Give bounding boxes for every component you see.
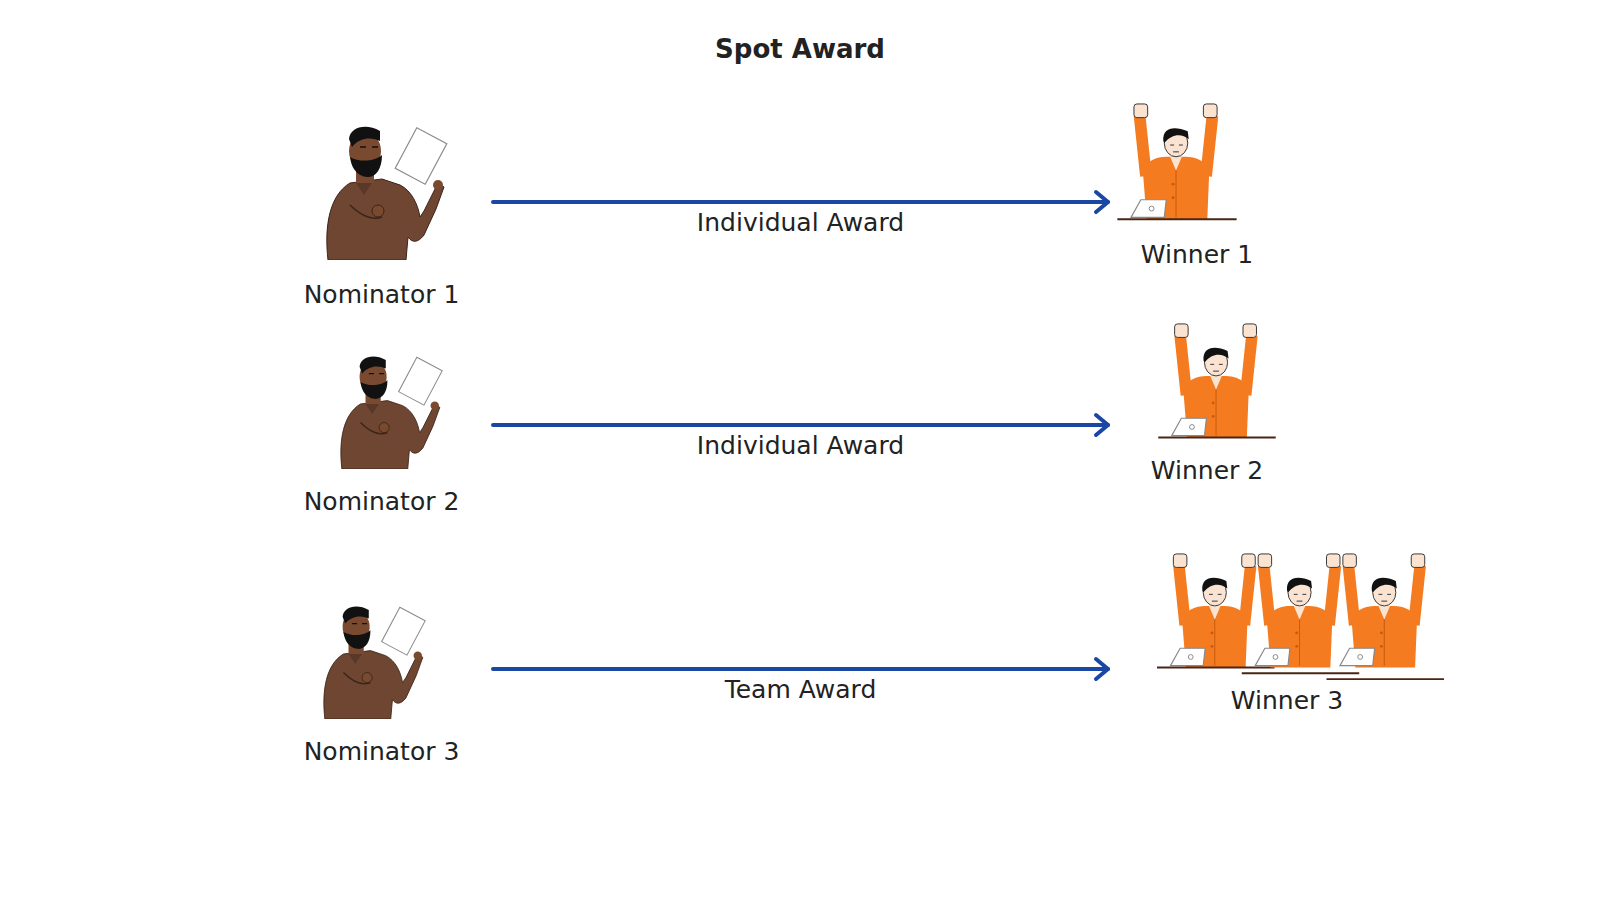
diagram-title: Spot Award: [0, 34, 1600, 64]
nominator-node: Nominator 1: [270, 125, 493, 315]
node-label: Winner 2: [1108, 456, 1306, 485]
nominator-figure: [318, 605, 428, 723]
winner-node: Winner 3: [1108, 552, 1466, 721]
winner-figure: [1153, 322, 1281, 456]
winner-figure: [1148, 552, 1453, 686]
nominator-node: Nominator 2: [270, 355, 493, 522]
node-label: Nominator 3: [270, 737, 493, 766]
nominator-figure: [335, 355, 445, 473]
nominator-figure: [320, 125, 450, 264]
winner-node: Winner 1: [1108, 102, 1286, 275]
edge-label: Individual Award: [693, 431, 908, 460]
node-label: Winner 1: [1108, 240, 1286, 269]
winner-figure: [1112, 102, 1242, 238]
node-label: Nominator 1: [270, 280, 493, 309]
winner-node: Winner 2: [1108, 322, 1306, 491]
node-label: Winner 3: [1108, 686, 1466, 715]
edge-label: Team Award: [721, 675, 881, 704]
nominator-node: Nominator 3: [270, 605, 493, 772]
node-label: Nominator 2: [270, 487, 493, 516]
edge-label: Individual Award: [693, 208, 908, 237]
